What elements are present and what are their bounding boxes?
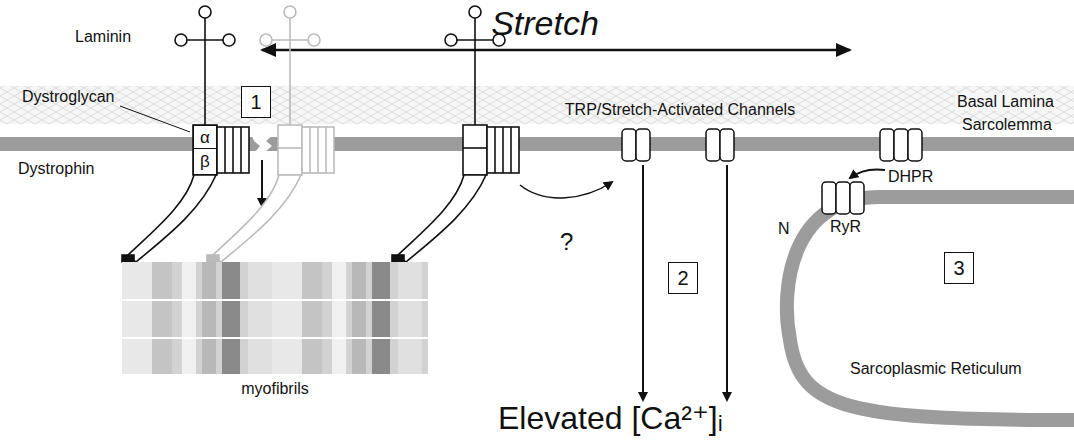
shape (272, 262, 302, 374)
callout-number: 1 (241, 86, 271, 118)
shape (260, 34, 272, 46)
shape (202, 262, 216, 374)
dystroglycan-complex (392, 6, 519, 262)
node-text: 2 (677, 268, 688, 288)
basal-lamina (0, 86, 1074, 124)
label: Basal Lamina (955, 93, 1056, 111)
label: ? (560, 228, 573, 256)
shape (122, 299, 428, 301)
node-text: β (200, 153, 210, 170)
sarcoplasmic-reticulum (787, 197, 1074, 420)
shape (317, 127, 319, 173)
trp-channels (622, 129, 922, 161)
callout-number: 3 (944, 252, 974, 284)
dystrophin (127, 175, 216, 262)
shape (289, 14, 291, 126)
label: Sarcoplasmic Reticulum (850, 360, 1022, 378)
shape (199, 6, 211, 18)
shape (474, 14, 476, 126)
shape (510, 127, 512, 173)
shape (223, 34, 235, 46)
shape (325, 127, 327, 173)
shape (469, 6, 481, 18)
label: N (778, 220, 790, 238)
dystroglycan-complex (122, 6, 249, 262)
shape (392, 255, 404, 262)
shape (122, 262, 428, 374)
shape (204, 14, 206, 126)
shape (122, 255, 134, 262)
callout-number: 2 (668, 262, 698, 294)
shape (372, 262, 390, 374)
shape (240, 127, 242, 173)
myofibrils-block (122, 262, 428, 374)
tear-arrow (261, 160, 263, 206)
shape (494, 127, 496, 173)
label: Laminin (75, 28, 131, 46)
shape (487, 127, 519, 173)
calcium-influx-arrow (726, 165, 728, 400)
label: Dystrophin (18, 160, 94, 178)
shape (175, 34, 187, 46)
shape (398, 262, 422, 374)
alpha-subunit: α (193, 125, 217, 149)
leader-line (120, 106, 190, 132)
shape (222, 262, 240, 374)
dystroglycan-complex (207, 6, 334, 262)
shape (302, 127, 334, 173)
ryr-channel (822, 182, 864, 214)
shape (122, 262, 152, 374)
shape (152, 262, 172, 374)
shape (352, 262, 366, 374)
node-text: α (200, 129, 210, 146)
shape (232, 127, 234, 173)
shape (207, 255, 219, 262)
node-text: 3 (953, 258, 964, 278)
dystrophin (212, 175, 301, 262)
label: Dystroglycan (22, 88, 114, 106)
shape (284, 6, 296, 18)
shape (308, 34, 320, 46)
shape (463, 147, 487, 149)
calcium-influx-arrow (642, 165, 644, 400)
shape (182, 262, 196, 374)
label: Elevated [Ca²⁺]ᵢ (498, 400, 723, 437)
label: Stretch (491, 4, 599, 43)
label: Sarcolemma (962, 116, 1052, 134)
shape (332, 262, 346, 374)
label: DHPR (888, 168, 933, 186)
label: myofibrils (241, 380, 309, 398)
shape (122, 337, 428, 339)
beta-subunit: β (193, 148, 217, 175)
label: TRP/Stretch-Activated Channels (565, 101, 795, 119)
shape (278, 147, 302, 149)
shape (183, 39, 227, 41)
question-arrow (520, 182, 612, 198)
shape (278, 125, 302, 175)
dystrophin (397, 175, 486, 262)
stretch-arrow (262, 49, 850, 52)
membrane-tear (252, 136, 272, 152)
shape (309, 127, 311, 173)
shape (445, 34, 457, 46)
shape (193, 125, 217, 175)
shape (268, 39, 312, 41)
shape (453, 39, 497, 41)
shape (248, 262, 272, 374)
shape (502, 127, 504, 173)
label: RyR (830, 218, 861, 236)
node-text: 1 (250, 92, 261, 112)
shape (463, 125, 487, 175)
shape (224, 127, 226, 173)
coupling-arrow (850, 169, 885, 178)
shape (217, 127, 249, 173)
shape (302, 262, 322, 374)
